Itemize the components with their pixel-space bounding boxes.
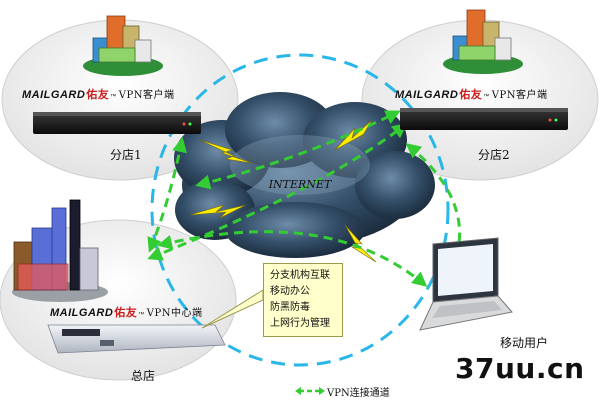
branch1-brand-tm: ™: [110, 94, 117, 100]
laptop-icon: [419, 237, 513, 331]
branch2-role: VPN客户端: [491, 90, 548, 101]
branch1-role: VPN客户端: [118, 90, 175, 101]
feature-item: 分支机构互联: [270, 270, 330, 281]
features-callout: 分支机构互联 移动办公 防黑防毒 上网行为管理: [263, 263, 343, 337]
branch1-label: 分店1: [110, 148, 142, 162]
feature-item: 移动办公: [270, 286, 310, 297]
branch2-brand-mail: MAILGARD: [395, 89, 459, 101]
vpn-channel-hq-mobile: [157, 230, 428, 287]
branch2-vpn-device: [400, 108, 568, 130]
feature-item: 防黑防毒: [270, 302, 310, 313]
branch1-brand-cn: 佑友: [86, 89, 110, 101]
legend-label: VPN连接通道: [327, 387, 390, 399]
branch2-brand-cn: 佑友: [459, 89, 483, 101]
branch1-buildings-icon: [83, 15, 163, 76]
branch2-label: 分店2: [478, 148, 510, 162]
watermark: 37uu.cn: [455, 352, 585, 385]
hq-label: 总店: [131, 369, 156, 383]
branch1-vpn-device: [33, 112, 201, 134]
hq-brand-mail: MAILGARD: [50, 307, 114, 319]
hq-brand-tm: ™: [138, 312, 145, 318]
legend-arrow-icon: [295, 387, 325, 395]
legend: VPN连接通道: [295, 384, 390, 399]
hq-role: VPN中心端: [146, 308, 203, 319]
hq-vpn-device: [47, 324, 226, 354]
feature-item: 上网行为管理: [270, 318, 330, 329]
branch2-buildings-icon: [443, 9, 523, 74]
branch2-brand-tm: ™: [483, 94, 490, 100]
internet-label: INTERNET: [268, 178, 333, 191]
hq-buildings-icon: [12, 199, 108, 302]
branch1-brand-mail: MAILGARD: [22, 89, 86, 101]
mobile-user-label: 移动用户: [500, 336, 549, 350]
hq-brand-cn: 佑友: [114, 307, 138, 319]
